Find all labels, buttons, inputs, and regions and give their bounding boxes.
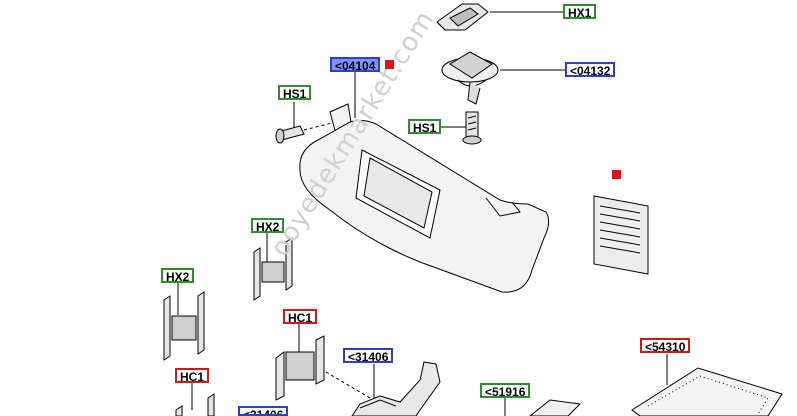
clip-hx2-upper-part bbox=[253, 237, 293, 301]
clip-hx2-lower-part bbox=[163, 291, 205, 361]
callout-04104[interactable]: <04104 bbox=[330, 57, 381, 73]
callout-cut-off[interactable]: <31406 bbox=[238, 406, 289, 416]
callout-hx2-upper[interactable]: HX2 bbox=[251, 218, 285, 234]
callout-hs1-left[interactable]: HS1 bbox=[278, 85, 312, 101]
callout-hx2-lower[interactable]: HX2 bbox=[161, 268, 195, 284]
screw-left-part bbox=[275, 121, 337, 144]
clip-hc1-low-part bbox=[175, 393, 215, 416]
callout-51916[interactable]: <51916 bbox=[480, 383, 531, 399]
callout-hx1[interactable]: HX1 bbox=[563, 4, 597, 20]
trim-panel-part bbox=[529, 399, 582, 416]
screw-mid-part bbox=[462, 111, 482, 145]
callout-54310[interactable]: <54310 bbox=[640, 338, 691, 354]
callout-04132[interactable]: <04132 bbox=[565, 62, 616, 78]
callout-hc1-mid[interactable]: HC1 bbox=[283, 309, 318, 325]
sun-visor-part bbox=[299, 119, 550, 293]
headliner-pad-part bbox=[631, 367, 783, 416]
visor-bracket-part bbox=[441, 51, 499, 105]
clip-hx1-part bbox=[436, 3, 489, 31]
change-marker-04104 bbox=[385, 60, 394, 69]
grab-handle-part bbox=[351, 361, 441, 416]
callout-hs1-mid[interactable]: HS1 bbox=[408, 119, 442, 135]
callout-31406[interactable]: <31406 bbox=[343, 348, 394, 364]
callout-hc1-low[interactable]: HC1 bbox=[175, 368, 210, 384]
warning-label-part bbox=[593, 195, 649, 275]
change-marker-label bbox=[612, 170, 621, 179]
clip-hc1-mid-part bbox=[275, 335, 371, 401]
